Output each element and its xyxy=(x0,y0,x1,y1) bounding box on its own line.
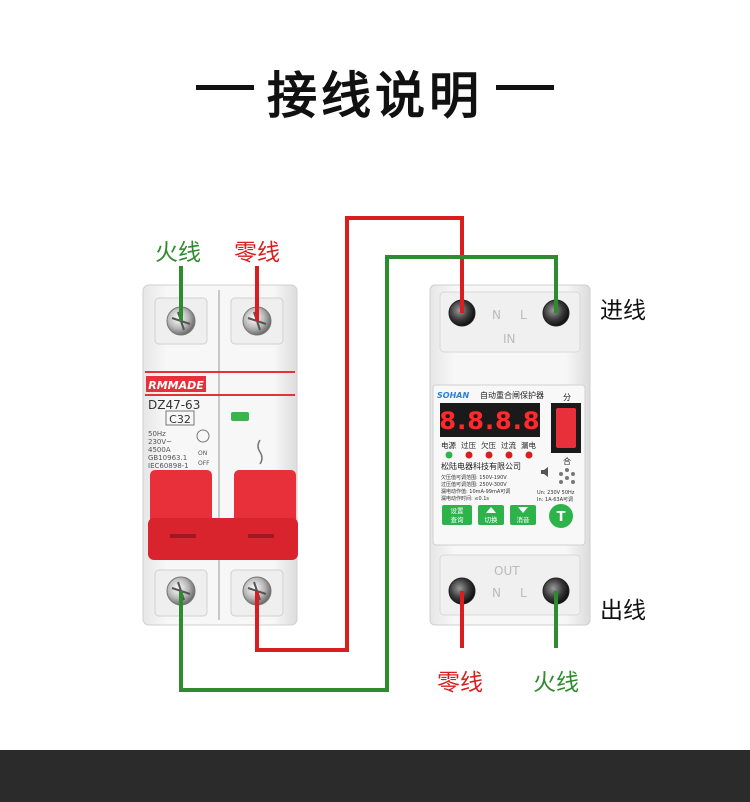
protector-spec-right-0: Un: 230V 50Hz xyxy=(537,490,575,496)
page-title: 接线说明 xyxy=(267,67,483,125)
breaker-status-window xyxy=(231,412,249,421)
indicator-label-overvoltage: 过压 xyxy=(461,440,476,450)
breaker-brand-badge xyxy=(146,376,206,392)
protector-spec-right-1: In: 1A-63A可调 xyxy=(537,496,573,503)
circuit-breaker: RMMADE DZ47-63 C32 50Hz 230V~ 4500A GB10… xyxy=(142,284,298,626)
neutral-top-label: 零线 xyxy=(234,240,280,266)
footer-bar xyxy=(0,750,750,802)
mute-button[interactable] xyxy=(510,505,536,525)
protector-top-mark-l: L xyxy=(520,308,527,322)
breaker-spec-4: IEC60898-1 xyxy=(148,462,189,470)
breaker-spec-2: 4500A xyxy=(148,446,171,454)
speaker-icon xyxy=(541,467,575,484)
protector-spec-2: 漏电动作值: 10mA-99mA可调 xyxy=(441,488,510,495)
indicator-label-undervoltage: 欠压 xyxy=(481,440,496,450)
indicator-label-power: 电源 xyxy=(441,440,456,450)
switch-mode-label: 切换 xyxy=(485,515,499,524)
protector-brand: SOHAN xyxy=(437,391,469,400)
breaker-spec-1: 230V~ xyxy=(148,438,172,446)
in-line-label: 进线 xyxy=(600,298,646,324)
protector-display-value: 8.8.8.8 xyxy=(439,407,540,435)
indicator-label-overcurrent: 过流 xyxy=(501,440,516,450)
protector-bottom-mark-n: N xyxy=(492,586,501,600)
protector-company: 松陆电器科技有限公司 xyxy=(441,461,521,471)
breaker-on-label: ON xyxy=(198,450,207,457)
protector-spec-3: 漏电动作时间: ≤0.1s xyxy=(441,495,489,502)
arrow-down-icon xyxy=(518,507,528,513)
title-area: 接线说明 xyxy=(0,52,750,125)
protector-out-label: OUT xyxy=(494,564,520,578)
protector-name: 自动重合闸保护器 xyxy=(480,390,544,400)
switch-top-label: 分 xyxy=(563,393,571,402)
auto-reclosing-protector: N L IN SOHAN 自动重合闸保护器 8.8.8.8 分 合 电源 过压 … xyxy=(429,284,591,626)
switch-bottom-label: 合 xyxy=(563,456,571,466)
protector-power-switch[interactable] xyxy=(556,408,576,448)
arrow-up-icon xyxy=(486,507,496,513)
set-query-label-2: 查询 xyxy=(451,515,465,524)
set-query-label-1: 设置 xyxy=(451,506,465,515)
breaker-tie-bar[interactable] xyxy=(148,518,298,560)
indicator-label-leakage: 漏电 xyxy=(521,440,536,450)
test-button[interactable] xyxy=(549,504,573,528)
breaker-spec-3: GB10963.1 xyxy=(148,454,187,462)
protector-bottom-mark-l: L xyxy=(520,586,527,600)
title-right-dash xyxy=(496,85,554,90)
indicator-overcurrent-led xyxy=(505,451,513,459)
breaker-spec-0: 50Hz xyxy=(148,430,166,438)
breaker-model: DZ47-63 xyxy=(148,398,200,412)
neutral-bottom-label: 零线 xyxy=(437,670,483,696)
live-bottom-label: 火线 xyxy=(533,670,579,696)
mute-label: 消音 xyxy=(517,515,531,524)
indicator-undervoltage-led xyxy=(485,451,493,459)
live-link-wire xyxy=(179,255,558,692)
neutral-link-wire xyxy=(255,216,464,652)
breaker-rating: C32 xyxy=(169,413,191,426)
title-left-dash xyxy=(196,85,254,90)
out-line-label: 出线 xyxy=(600,598,646,624)
indicator-power-led xyxy=(445,451,453,459)
switch-mode-button[interactable] xyxy=(478,505,504,525)
indicator-row: 电源 过压 欠压 过流 漏电 xyxy=(441,440,536,459)
protector-display xyxy=(440,403,540,437)
protector-in-label: IN xyxy=(503,332,516,346)
indicator-leakage-led xyxy=(525,451,533,459)
protector-spec-0: 欠压值可调范围: 150V-190V xyxy=(441,474,507,481)
protector-top-mark-n: N xyxy=(492,308,501,322)
indicator-overvoltage-led xyxy=(465,451,473,459)
certification-mark-icon xyxy=(196,429,210,443)
breaker-symbol-icon xyxy=(257,439,263,465)
breaker-brand: RMMADE xyxy=(148,379,204,392)
protector-spec-1: 过压值可调范围: 250V-300V xyxy=(441,481,507,488)
live-top-label: 火线 xyxy=(155,240,201,266)
breaker-off-label: OFF xyxy=(198,460,210,467)
set-query-button[interactable] xyxy=(442,505,472,525)
test-button-label: T xyxy=(557,510,566,525)
